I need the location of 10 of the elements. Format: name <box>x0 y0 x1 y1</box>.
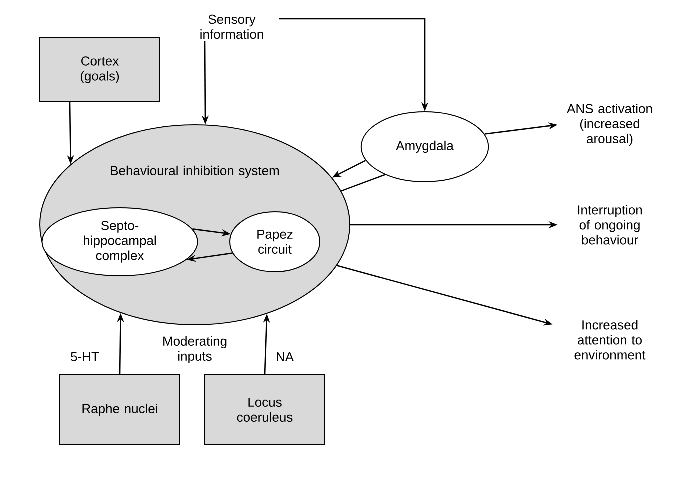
annotation: Moderating inputs <box>164 336 227 364</box>
edge-label: 5-HT <box>70 351 100 363</box>
edge-label: NA <box>274 352 296 362</box>
output-label: Increased attention to environment <box>574 320 646 360</box>
cortex-box: Cortex (goals) <box>40 38 160 102</box>
output-label: Interruption of ongoing behaviour <box>578 205 642 245</box>
output-label: ANS activation (increased arousal) <box>567 104 652 146</box>
nucleus-box: Locus coeruleus <box>204 374 326 446</box>
sensory-label: Sensory information <box>200 14 264 40</box>
nucleus-box: Raphe nuclei <box>60 374 180 446</box>
